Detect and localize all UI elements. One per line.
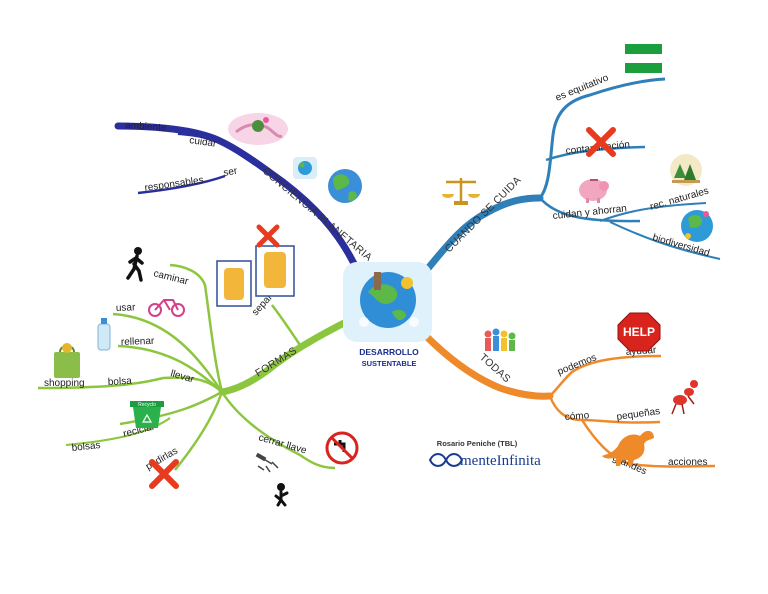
help-sign-icon: HELP [617,312,661,352]
author-name: Rosario Peniche (TBL) [437,439,518,448]
central-node: DESARROLLO SUSTENTABLE [343,262,432,368]
people-group-icon [484,328,516,351]
nature-icon [670,154,702,186]
biodiversity-icon [681,210,713,242]
scales-icon [442,178,480,205]
dinosaur-icon [602,430,654,466]
node-caminar: caminar [152,268,190,287]
recycle-bin-label: Recyclo [138,402,156,408]
center-title-line1: DESARROLLO [359,347,419,357]
cross-icon [149,459,179,489]
node-usar: usar [116,302,136,314]
node-podemos: podemos [556,352,598,378]
eco-earth-icon [293,157,317,179]
branch-formas: FORMAS separar caminar usar rellenar lle… [37,224,359,507]
node-como: cómo [564,410,590,423]
walking-person-icon [126,247,144,282]
no-water-faucet-icon [325,431,359,465]
branch-label-cuando: CUANDO SE CUIDA [443,174,524,255]
node-cerrar-llave: cerrar llave [257,432,308,456]
branch-label-formas: FORMAS [253,345,299,380]
ant-icon [671,380,698,415]
equals-icon [625,44,662,73]
node-acciones: acciones [668,457,707,468]
water-bottle-icon [97,318,111,351]
cross-icon [586,127,616,157]
bicycle-icon [148,299,185,317]
branch-cuando: CUANDO SE CUIDA es equitativo contaminac… [421,44,721,276]
caring-hands-icon [228,113,288,145]
node-rellenar: rellenar [121,336,155,348]
node-ser: ser [223,166,239,179]
help-sign-label: HELP [623,325,655,339]
recycle-bin-icon: Recyclo [130,401,164,428]
node-pequenas: pequeñas [616,406,661,423]
author-credit: Rosario Peniche (TBL) menteInfinita [428,439,541,469]
separate-bins-icon [216,224,295,307]
shower-icon [255,452,289,507]
center-title-line2: SUSTENTABLE [362,359,417,368]
shopping-bag-icon [54,343,80,378]
logo-text: menteInfinita [460,453,541,469]
node-responsables: responsables [144,175,204,194]
node-shopping: shopping [44,378,85,389]
node-cuidar: cuidar [189,135,218,150]
node-ambiente: ambiente [125,120,167,134]
node-bolsas: bolsas [71,440,101,454]
node-llevar: llevar [169,368,196,385]
globe-icon [328,169,362,203]
branch-conciencia: CONCIENCIA PLANETARIA ambiente cuidar se… [114,113,374,276]
node-rec-naturales: rec. naturales [649,186,710,213]
piggy-bank-icon [579,179,609,203]
mente-infinita-logo: menteInfinita [428,453,541,469]
node-bolsa: bolsa [108,376,133,388]
node-es-equitativo: es equitativo [554,72,611,103]
